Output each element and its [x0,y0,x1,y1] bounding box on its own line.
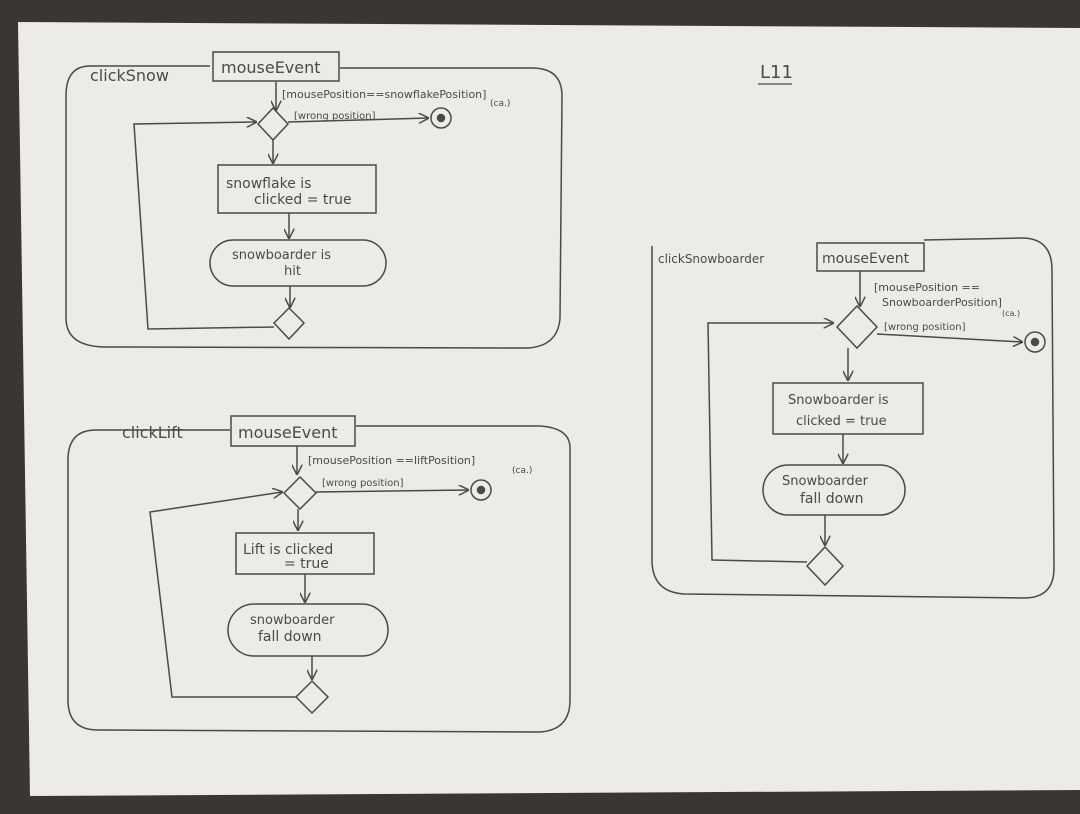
merge-node [294,679,330,715]
final-node [1024,331,1046,353]
activity-frame [67,425,571,733]
final-node [430,107,452,129]
action-label: clicked = true [796,414,887,429]
event-box [230,415,356,447]
activity-click-snowboarder-labels: clickSnowboarder mouseEvent [mousePositi… [658,251,1020,507]
result-label: fall down [258,629,322,645]
result-label: Snowboarder [782,474,869,489]
result-node [209,239,387,287]
guard-label: [mousePosition==snowflakePosition] [282,88,486,101]
activity-click-snow-labels: clickSnow mouseEvent [mousePosition==sno… [90,58,510,279]
guard-label-sub: (ca.) [512,466,532,476]
merge-node [805,545,845,587]
activity-name: clickSnow [90,66,169,85]
event-box [212,51,340,82]
action-box [217,164,377,214]
guard-label-sub: (ca.) [490,99,510,109]
wrong-position-arrow [315,490,468,492]
result-label: snowboarder [250,613,335,628]
wrong-position-arrow [287,118,428,122]
result-label: fall down [800,491,864,507]
merge-node [272,306,306,341]
wrong-guard-label: [wrong position] [294,111,376,122]
guard-label: SnowboarderPosition] [882,296,1002,309]
event-label: mouseEvent [238,423,338,442]
result-node [227,603,389,657]
result-label: snowboarder is [232,248,331,263]
action-label: clicked = true [254,192,352,208]
event-box [816,242,925,272]
action-label: Snowboarder is [788,393,889,408]
action-label: = true [284,556,329,572]
activity-click-lift [67,415,571,733]
decision-node [282,475,318,511]
guard-label: [mousePosition ==liftPosition] [308,454,475,467]
loop-back-line [707,323,833,563]
paper-sheet [18,22,1080,796]
activity-click-snow [65,51,563,349]
action-label: Lift is clicked [243,542,333,558]
guard-label-sub: (ca.) [1002,309,1020,318]
activity-name: clickLift [122,423,183,442]
activity-frame [65,65,563,349]
final-node-inner [436,113,446,123]
page-label: L11 [760,62,793,83]
decision-node [835,304,879,350]
final-node [470,479,492,501]
wrong-position-arrow [876,333,1022,342]
guard-label: [mousePosition == [874,281,980,294]
loop-back-line [133,122,275,330]
final-node-inner [476,485,486,495]
activity-name: clickSnowboarder [658,252,764,266]
event-label: mouseEvent [822,251,910,267]
loop-back-line [149,492,296,698]
activity-frame [651,237,1055,599]
wrong-guard-label: [wrong position] [322,478,404,489]
activity-click-snowboarder [651,237,1055,599]
result-node [762,464,906,516]
action-label: snowflake is [226,176,311,192]
wrong-guard-label: [wrong position] [884,322,966,333]
action-box [772,382,924,435]
final-node-inner [1030,337,1040,347]
activity-click-lift-labels: clickLift mouseEvent [mousePosition ==li… [122,423,532,645]
result-label: hit [284,264,301,279]
event-label: mouseEvent [221,58,321,77]
